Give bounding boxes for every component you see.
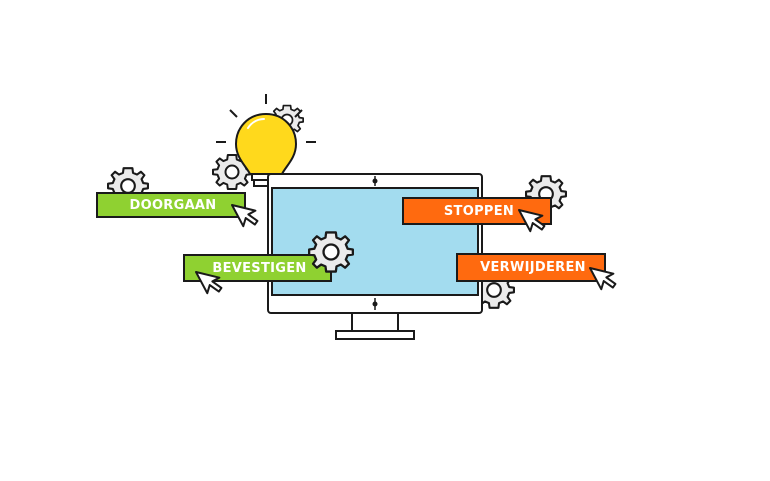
stoppen-button[interactable]: STOPPEN: [402, 197, 552, 225]
gear-icon: [307, 231, 355, 273]
cursor-arrow-icon: [589, 258, 621, 294]
cursor-arrow-icon: [195, 262, 227, 298]
cursor-arrow-icon: [518, 200, 550, 236]
doorgaan-label: DOORGAAN: [129, 197, 217, 213]
cursor-arrow-icon: [231, 195, 263, 231]
doorgaan-button[interactable]: DOORGAAN: [96, 192, 246, 218]
verwijderen-button[interactable]: VERWIJDEREN: [456, 253, 606, 282]
verwijderen-label: VERWIJDEREN: [480, 260, 586, 275]
stoppen-label: STOPPEN: [443, 203, 515, 219]
bevestigen-label: BEVESTIGEN: [212, 260, 307, 276]
